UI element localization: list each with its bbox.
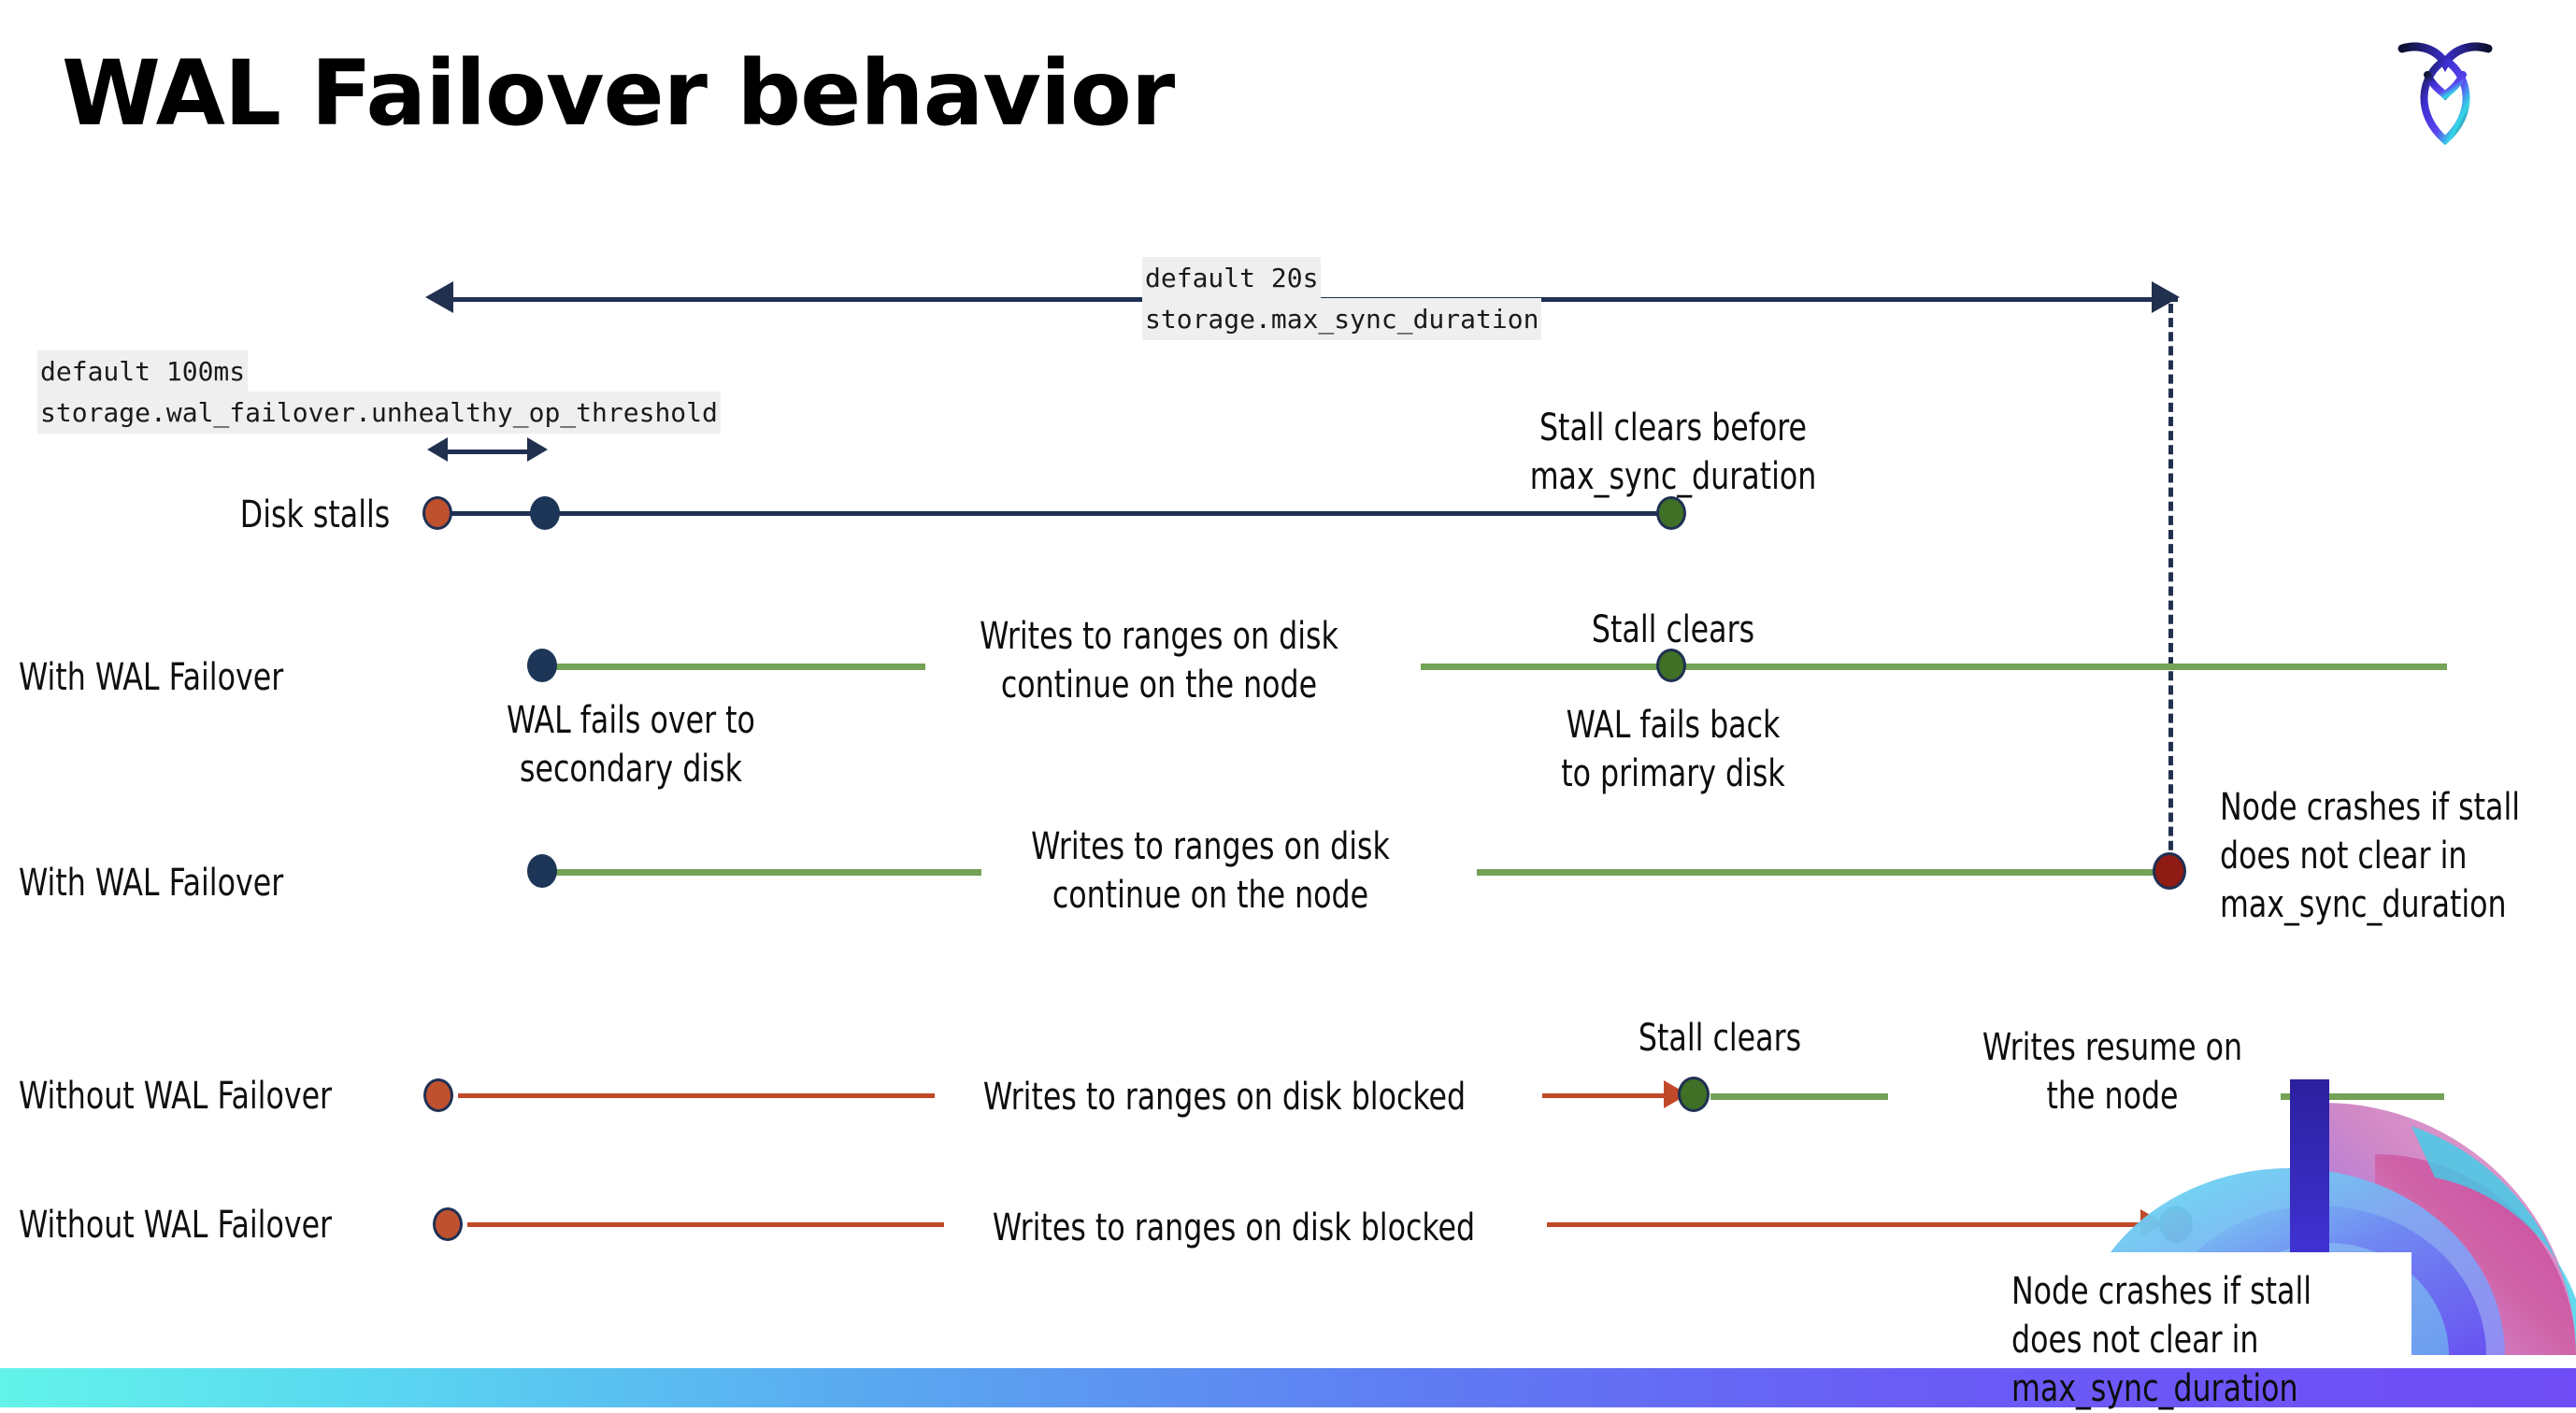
row-label-without-wal-failover-1: Without WAL Failover: [19, 1075, 333, 1118]
max-sync-arrow-left: [425, 281, 453, 313]
cockroachdb-logo-icon: [2389, 28, 2501, 150]
row2-failover-dot: [527, 649, 557, 682]
row2-stall-clear-dot: [1656, 649, 1686, 682]
annot-wal-fails-back: WAL fails back to primary disk: [1561, 704, 1785, 795]
row4-line-left: [458, 1093, 935, 1098]
max-sync-default-chip: default 20s: [1142, 257, 1322, 300]
row-label-with-wal-failover-1: With WAL Failover: [19, 656, 284, 699]
unhealthy-name-chip: storage.wal_failover.unhealthy_op_thresh…: [37, 392, 721, 435]
annot-node-crashes-2: Node crashes if stall does not clear in …: [2011, 1270, 2312, 1410]
annot-writes-blocked-1: Writes to ranges on disk blocked: [982, 1076, 1467, 1119]
annot-writes-resume: Writes resume on the node: [1982, 1026, 2243, 1118]
row4-stall-clear-dot: [1678, 1077, 1710, 1112]
row4-line-mid: [1542, 1093, 1681, 1098]
unhealthy-arrow-left: [427, 437, 448, 462]
annot-stall-clears-before: Stall clears before max_sync_duration: [1529, 407, 1817, 498]
disk-stall-failover-dot: [530, 496, 560, 530]
disk-stalls-line: [447, 511, 1676, 516]
unhealthy-default-chip: default 100ms: [37, 350, 249, 393]
unhealthy-threshold-axis: [447, 450, 529, 454]
disk-stall-clear-dot: [1656, 496, 1686, 530]
max-sync-arrow-right: [2152, 281, 2180, 313]
row2-line-left: [551, 664, 925, 670]
row5-line-left: [467, 1222, 944, 1227]
row4-line-right: [1710, 1093, 1888, 1100]
row3-crash-dot: [2153, 852, 2186, 890]
max-sync-dropline: [2168, 304, 2173, 878]
row4-stall-start-dot: [423, 1078, 453, 1112]
annot-node-crashes-1: Node crashes if stall does not clear in …: [2220, 786, 2521, 926]
row3-line-right: [1477, 869, 2173, 876]
annot-writes-blocked-2: Writes to ranges on disk blocked: [992, 1206, 1476, 1249]
max-sync-name-chip: storage.max_sync_duration: [1142, 298, 1542, 341]
row-label-disk-stalls: Disk stalls: [239, 493, 391, 536]
row-label-without-wal-failover-2: Without WAL Failover: [19, 1204, 333, 1247]
row5-line-right: [1547, 1222, 2159, 1227]
row2-line-right: [1421, 664, 2447, 670]
annot-stall-clears-row2: Stall clears: [1591, 608, 1755, 651]
page-title: WAL Failover behavior: [62, 41, 1175, 146]
row3-failover-dot: [527, 854, 557, 888]
row5-stall-start-dot: [433, 1207, 463, 1241]
bottom-gradient-bar: [0, 1368, 2576, 1407]
row-label-with-wal-failover-2: With WAL Failover: [19, 862, 284, 905]
disk-stall-start-dot: [422, 496, 452, 530]
unhealthy-arrow-right: [527, 437, 548, 462]
row3-line-left: [551, 869, 981, 876]
annot-wal-fails-over: WAL fails over to secondary disk: [507, 699, 755, 791]
annot-writes-continue-2: Writes to ranges on disk continue on the…: [1031, 825, 1390, 917]
annot-writes-continue-1: Writes to ranges on disk continue on the…: [980, 615, 1338, 706]
row4-line-far-right: [2281, 1093, 2444, 1100]
annot-stall-clears-row4: Stall clears: [1638, 1017, 1802, 1060]
